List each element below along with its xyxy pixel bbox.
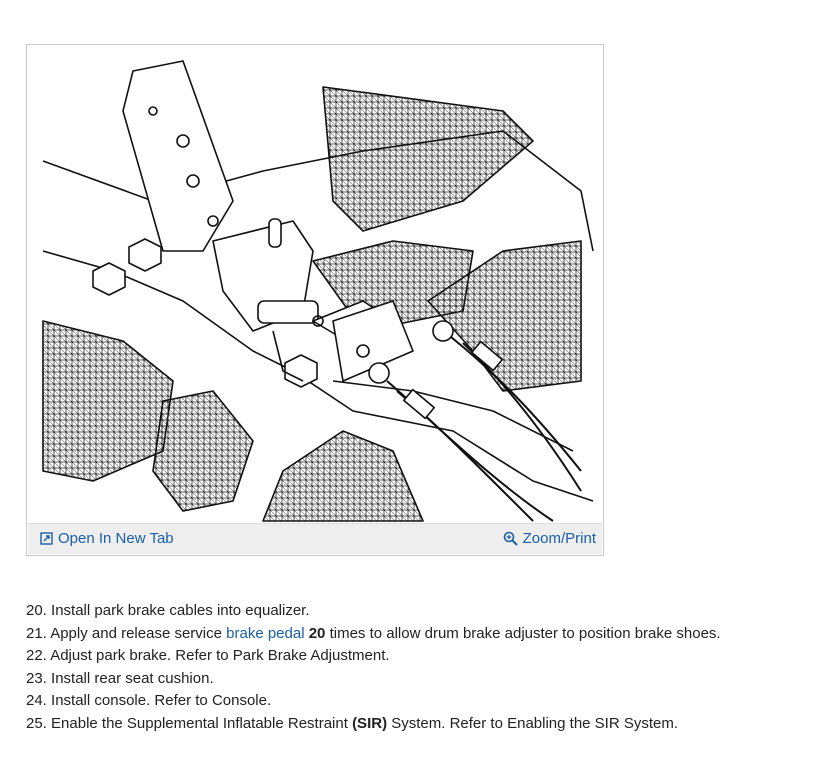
open-in-new-tab-label: Open In New Tab [58,530,174,547]
step-text: Install rear seat cushion. [51,669,214,687]
step-25: 25. Enable the Supplemental Inflatable R… [26,713,721,736]
step-number: 24. [26,692,47,709]
step-bold-value: 20 [308,624,326,642]
step-text: times to allow drum brake adjuster to po… [325,624,721,642]
step-number: 22. [26,647,47,664]
step-23: 23. Install rear seat cushion. [26,668,721,691]
step-text: Install console. Refer to Console. [51,692,272,709]
open-external-icon [40,532,53,545]
step-text: Install park brake cables into equalizer… [51,602,310,619]
step-22: 22. Adjust park brake. Refer to Park Bra… [26,645,721,668]
step-number: 23. [26,669,47,687]
step-20: 20. Install park brake cables into equal… [26,600,721,623]
procedure-steps: 20. Install park brake cables into equal… [26,600,721,735]
step-text: Apply and release service [50,624,227,642]
step-number: 21. [26,624,47,642]
zoom-print-link[interactable]: Zoom/Print [503,530,596,547]
step-text: Enable the Supplemental Inflatable Restr… [51,714,353,732]
step-text: Adjust park brake. Refer to Park Brake A… [50,647,390,664]
figure-toolbar: Open In New Tab Zoom/Print [28,523,602,554]
open-in-new-tab-link[interactable]: Open In New Tab [40,530,174,547]
park-brake-diagram [42,60,594,522]
step-number: 20. [26,602,47,619]
magnifier-icon [503,531,518,546]
step-number: 25. [26,714,47,732]
figure-frame: Open In New Tab Zoom/Print [26,44,604,556]
step-24: 24. Install console. Refer to Console. [26,690,721,713]
zoom-print-label: Zoom/Print [522,530,596,547]
step-text: System. Refer to Enabling the SIR System… [387,714,679,732]
brake-pedal-link[interactable]: brake pedal [226,624,305,642]
step-bold-value: (SIR) [352,714,388,732]
step-21: 21. Apply and release service brake peda… [26,623,721,646]
